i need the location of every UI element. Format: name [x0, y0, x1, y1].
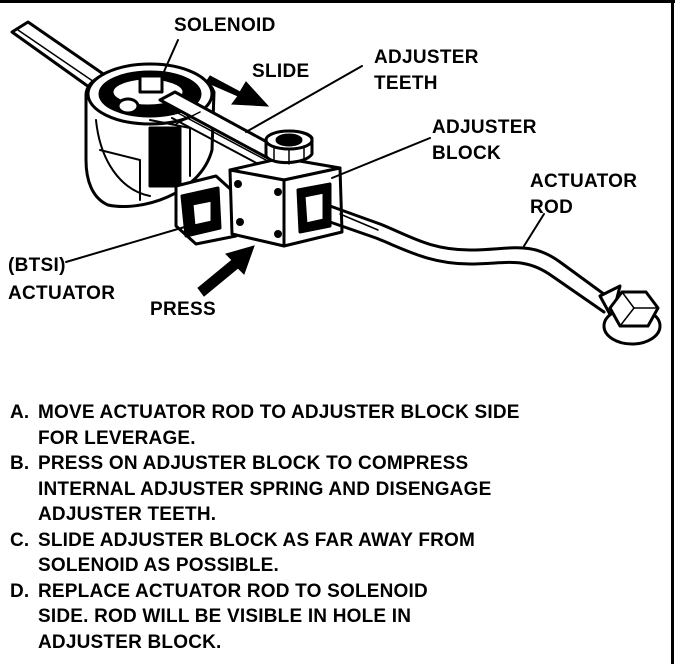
press-arrow: [197, 245, 255, 297]
right-border: [671, 0, 674, 664]
adjuster-teeth-label-line1: ADJUSTER: [374, 47, 479, 68]
btsi-leader: [65, 225, 189, 263]
actuator-rod-leader: [523, 213, 545, 247]
step-a: A. MOVE ACTUATOR ROD TO ADJUSTER BLOCK S…: [10, 400, 650, 451]
slide-label: SLIDE: [252, 61, 310, 82]
adjuster-block-label-line1: ADJUSTER: [432, 117, 537, 138]
press-label: PRESS: [150, 299, 216, 320]
adjuster-block: [228, 156, 344, 248]
top-border: [0, 0, 675, 3]
actuator-diagram: [10, 20, 662, 346]
actuator-rod-label-line2: ROD: [530, 197, 574, 218]
adjuster-block-leader: [331, 137, 431, 179]
leader-lines: [65, 39, 545, 263]
step-text: MOVE ACTUATOR ROD TO ADJUSTER BLOCK SIDE…: [38, 402, 520, 449]
step-letter: B.: [10, 453, 30, 474]
adjuster-teeth-leader: [245, 65, 363, 133]
step-letter: C.: [10, 529, 30, 551]
solenoid-label: SOLENOID: [174, 15, 276, 36]
btsi-actuator: [174, 174, 240, 246]
adjuster-teeth: [264, 129, 314, 165]
step-text: PRESS ON ADJUSTER BLOCK TO COMPRESS INTE…: [38, 453, 492, 525]
step-letter: D.: [10, 580, 30, 602]
step-text: REPLACE ACTUATOR ROD TO SOLENOID SIDE. R…: [38, 580, 428, 653]
step-d: D. REPLACE ACTUATOR ROD TO SOLENOID SIDE…: [10, 579, 650, 656]
slide-arrow: [205, 75, 270, 107]
btsi-label-line2: ACTUATOR: [8, 283, 116, 304]
step-b: B. PRESS ON ADJUSTER BLOCK TO COMPRESS I…: [10, 451, 650, 528]
actuator-rod-label-line1: ACTUATOR: [530, 171, 638, 192]
adjuster-block-label-line2: BLOCK: [432, 143, 502, 164]
solenoid-leader: [161, 39, 179, 77]
btsi-label-line1: (BTSI): [8, 255, 66, 276]
step-c: C. SLIDE ADJUSTER BLOCK AS FAR AWAY FROM…: [10, 528, 650, 579]
step-text: SLIDE ADJUSTER BLOCK AS FAR AWAY FROM SO…: [38, 529, 476, 577]
step-letter: A.: [10, 402, 30, 423]
instruction-steps: A. MOVE ACTUATOR ROD TO ADJUSTER BLOCK S…: [10, 400, 650, 655]
adjuster-teeth-label-line2: TEETH: [374, 73, 438, 94]
actuator-rod: [328, 204, 614, 314]
rod-end-fitting: [598, 284, 662, 346]
